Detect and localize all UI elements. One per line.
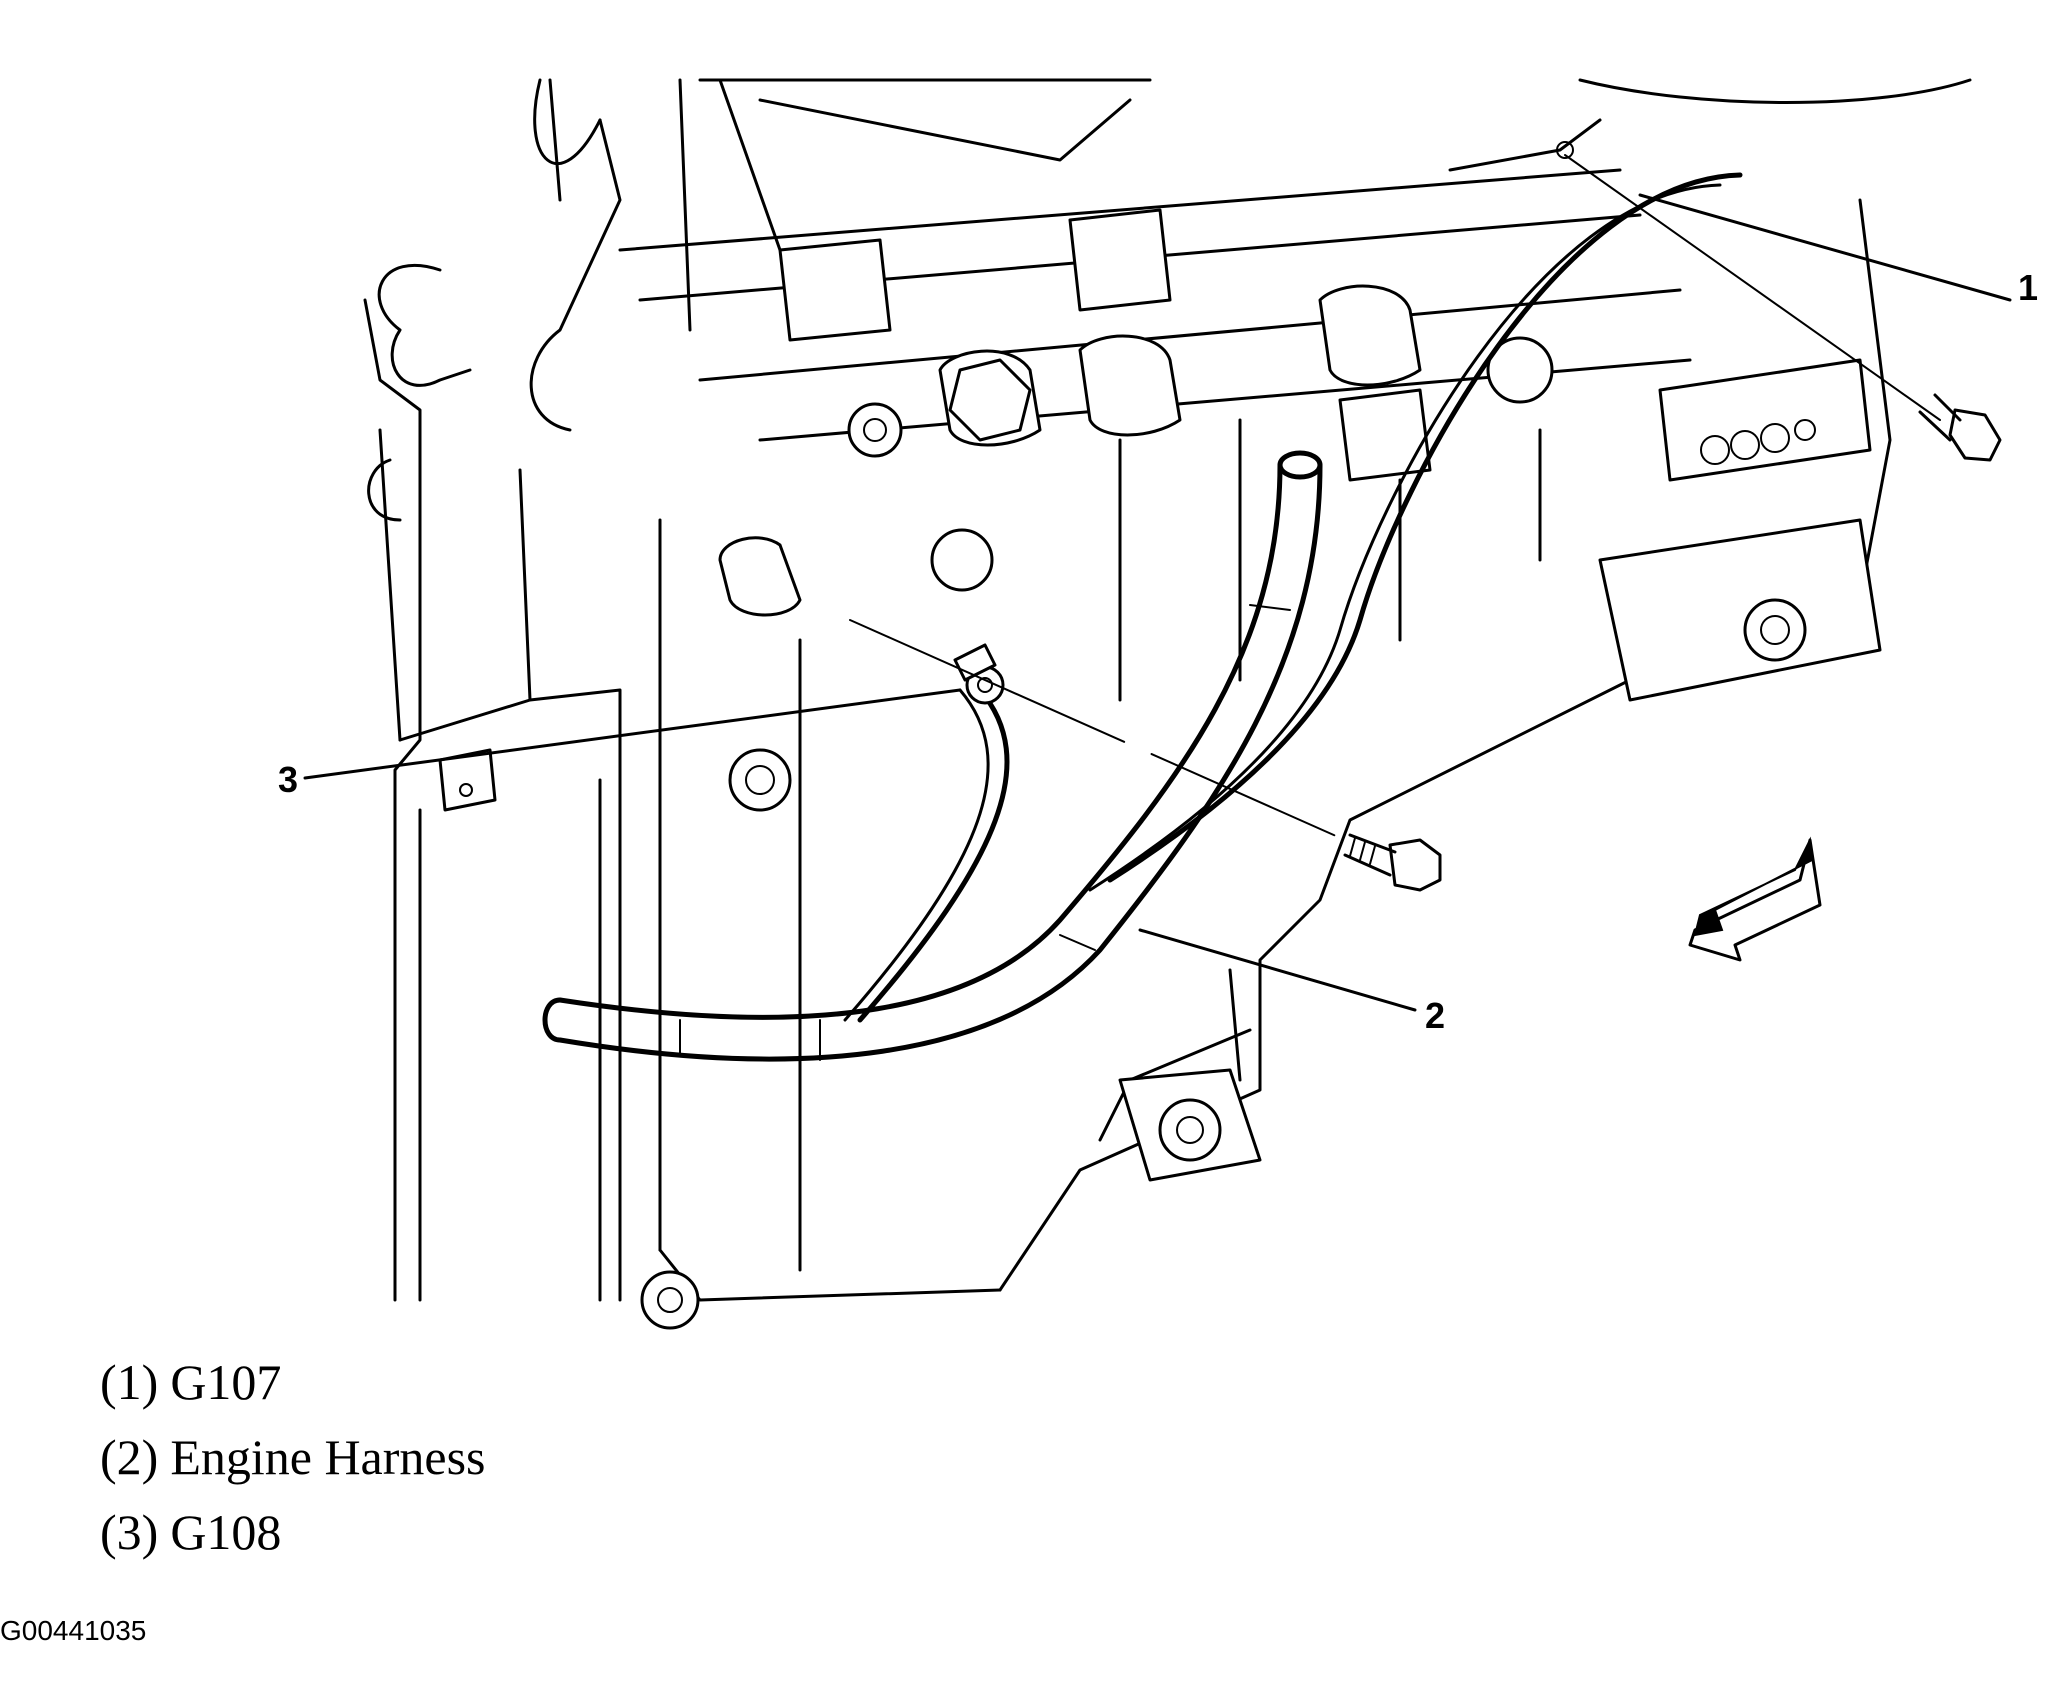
legend-item-g108: (3)G108 xyxy=(100,1495,486,1570)
callout-3: 3 xyxy=(278,759,298,800)
engine-harness xyxy=(542,172,1743,1062)
callout-leaders xyxy=(303,193,2012,1012)
leader-3 xyxy=(303,688,962,780)
figure-code: G00441035 xyxy=(0,1615,147,1646)
engine-block xyxy=(363,78,1972,1330)
legend: (1)G107 (2)Engine Harness (3)G108 xyxy=(100,1345,486,1570)
legend-number: (2) xyxy=(100,1429,159,1485)
legend-item-g107: (1)G107 xyxy=(100,1345,486,1420)
legend-number: (1) xyxy=(100,1354,159,1410)
bolt-icon xyxy=(849,619,1442,892)
legend-item-engine-harness: (2)Engine Harness xyxy=(100,1420,486,1495)
legend-text: G107 xyxy=(170,1354,282,1410)
bolt-icon xyxy=(1556,141,2002,462)
legend-text: G108 xyxy=(170,1504,282,1560)
leader-1 xyxy=(1638,193,2012,302)
legend-text: Engine Harness xyxy=(170,1429,486,1485)
direction-arrow-icon xyxy=(1688,836,1822,962)
callout-1: 1 xyxy=(2018,267,2038,308)
callout-2: 2 xyxy=(1425,995,1445,1036)
leader-2 xyxy=(1138,928,1417,1012)
legend-number: (3) xyxy=(100,1504,159,1560)
